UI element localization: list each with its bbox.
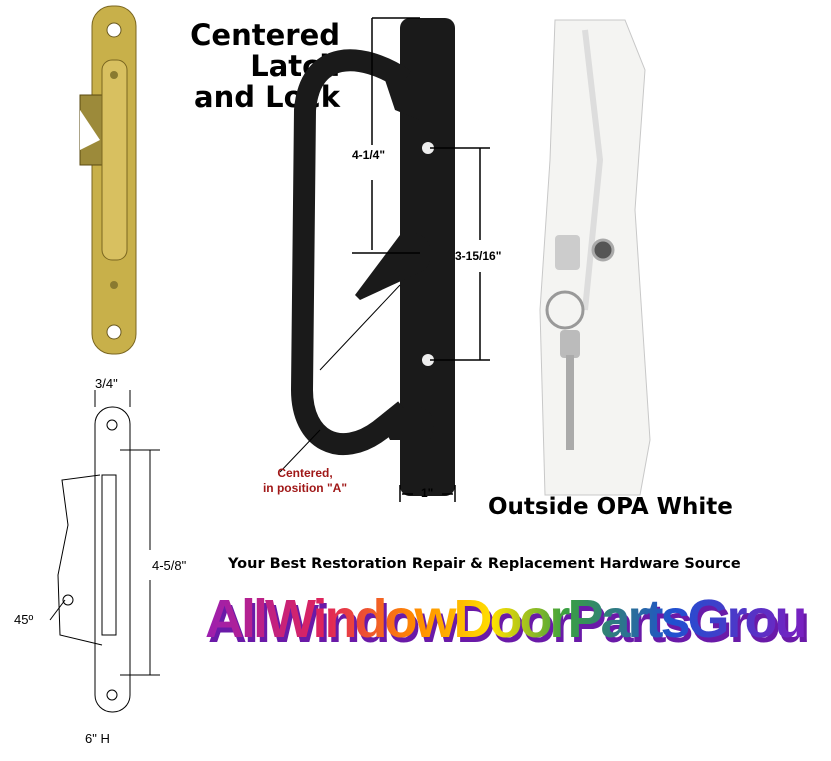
dimension-hole-spacing: 3-15/16" xyxy=(455,249,502,263)
latch-height-label: 6" H xyxy=(85,731,110,746)
latch-width-label: 3/4" xyxy=(95,376,118,391)
latch-angle-label: 45º xyxy=(14,612,34,627)
brand-logo: AllWindowDoorPartsGroup xyxy=(205,589,831,649)
dimension-top-to-lever: 4-1/4" xyxy=(352,148,386,162)
title-line: Centered xyxy=(190,18,340,52)
latch-drawing xyxy=(49,390,160,713)
note-line: in position "A" xyxy=(262,481,348,495)
white-handle-image xyxy=(539,19,651,496)
lever-position-note: Centered, in position "A" xyxy=(245,466,365,496)
black-handle-image xyxy=(280,17,490,502)
tagline: Your Best Restoration Repair & Replaceme… xyxy=(228,556,741,572)
mortise-latch-image xyxy=(79,5,137,355)
dimension-width: 1" xyxy=(421,486,434,500)
outside-caption: Outside OPA White xyxy=(488,494,733,520)
note-line: Centered, xyxy=(277,466,333,480)
latch-hole-spacing-label: 4-5/8" xyxy=(152,558,187,573)
